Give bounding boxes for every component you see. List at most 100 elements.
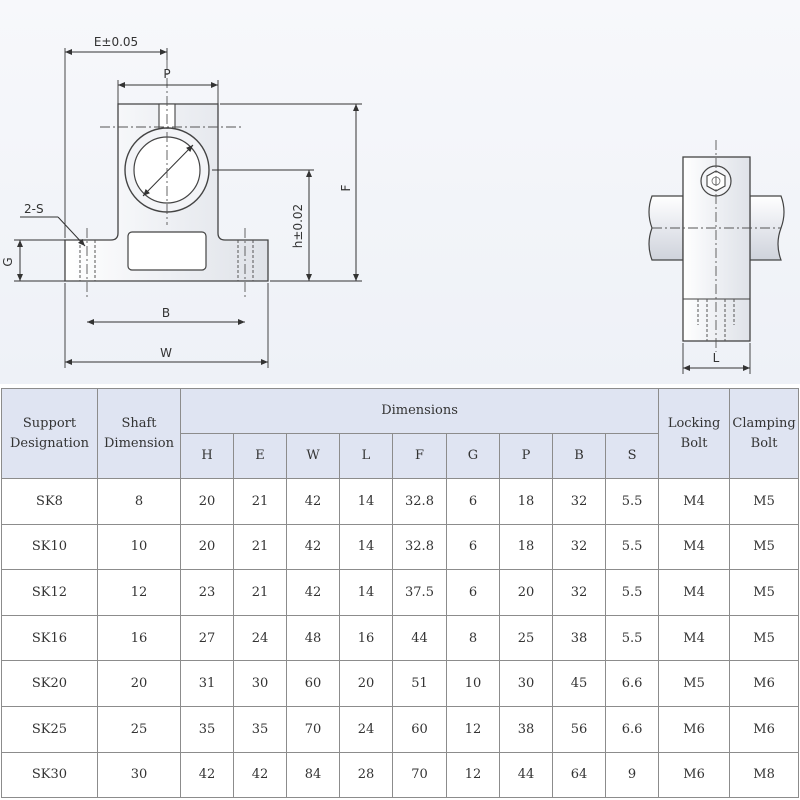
cell-s: 5.5: [604, 569, 660, 616]
cell-p: 44: [499, 751, 553, 799]
header-support-designation: Support Designation: [1, 388, 98, 479]
cell-locking: M6: [658, 705, 731, 753]
cell-b: 64: [552, 751, 606, 799]
cell-e: 35: [233, 705, 287, 753]
cell-w: 70: [286, 705, 340, 753]
cell-s: 5.5: [604, 523, 660, 571]
cell-s: 6.6: [604, 660, 660, 707]
cell-clamping: M8: [729, 751, 800, 799]
table-row: SK16 16 27 24 48 16 44 8 25 38 5.5 M4 M5: [1, 614, 800, 662]
header-clamping-bolt: Clamping Bolt: [729, 388, 800, 479]
cell-l: 28: [339, 751, 393, 799]
cell-f: 32.8: [392, 478, 447, 525]
cell-p: 25: [499, 614, 553, 662]
cell-w: 42: [286, 478, 340, 525]
cell-locking: M5: [658, 660, 731, 707]
header-locking-bolt: Locking Bolt: [658, 388, 731, 479]
cell-shaft: 30: [97, 751, 181, 799]
cell-shaft: 20: [97, 660, 181, 707]
cell-l: 16: [339, 614, 393, 662]
cell-locking: M4: [658, 478, 731, 525]
header-dim-e: E: [233, 433, 287, 479]
cell-b: 38: [552, 614, 606, 662]
cell-b: 32: [552, 478, 606, 525]
cell-p: 30: [499, 660, 553, 707]
table-row: SK25 25 35 35 70 24 60 12 38 56 6.6 M6 M…: [1, 705, 800, 753]
drawing-svg: E±0.05 P F h±0.02 2-S G: [1, 35, 785, 374]
cell-g: 6: [446, 569, 500, 616]
cell-designation: SK25: [1, 705, 98, 753]
cell-g: 12: [446, 705, 500, 753]
cell-f: 51: [392, 660, 447, 707]
cell-s: 5.5: [604, 614, 660, 662]
cell-f: 70: [392, 751, 447, 799]
header-dim-h: H: [180, 433, 234, 479]
cell-h: 42: [180, 751, 234, 799]
header-dim-f: F: [392, 433, 447, 479]
specification-table: Support Designation Shaft Dimension Dime…: [1, 388, 800, 799]
h-label: h±0.02: [291, 204, 305, 248]
cell-e: 30: [233, 660, 287, 707]
header-dim-p: P: [499, 433, 553, 479]
cell-s: 9: [604, 751, 660, 799]
e-label: E±0.05: [94, 35, 138, 49]
cell-designation: SK16: [1, 614, 98, 662]
cell-w: 42: [286, 523, 340, 571]
cell-h: 20: [180, 478, 234, 525]
cell-locking: M4: [658, 523, 731, 571]
mounting-holes: [79, 240, 254, 281]
cell-locking: M6: [658, 751, 731, 799]
cell-e: 21: [233, 478, 287, 525]
cell-e: 42: [233, 751, 287, 799]
cell-l: 14: [339, 569, 393, 616]
cell-clamping: M5: [729, 478, 800, 525]
cell-w: 60: [286, 660, 340, 707]
cell-designation: SK12: [1, 569, 98, 616]
w-label: W: [160, 346, 172, 360]
cell-shaft: 10: [97, 523, 181, 571]
header-row-dimensions: H E W L F G P B S: [2, 433, 799, 479]
g-label: G: [1, 257, 15, 266]
cell-p: 18: [499, 523, 553, 571]
cell-f: 32.8: [392, 523, 447, 571]
cell-p: 18: [499, 478, 553, 525]
cell-g: 6: [446, 478, 500, 525]
cell-b: 45: [552, 660, 606, 707]
front-view: E±0.05 P F h±0.02 2-S G: [1, 35, 362, 368]
cell-clamping: M5: [729, 569, 800, 616]
cell-designation: SK20: [1, 660, 98, 707]
side-center-lines: [652, 140, 781, 352]
cell-p: 20: [499, 569, 553, 616]
s-label: 2-S: [24, 202, 44, 216]
f-label: F: [339, 184, 353, 191]
side-hidden-lines: [697, 299, 735, 341]
cell-b: 32: [552, 523, 606, 571]
cell-h: 20: [180, 523, 234, 571]
cell-l: 14: [339, 478, 393, 525]
cell-l: 14: [339, 523, 393, 571]
table-row: SK12 12 23 21 42 14 37.5 6 20 32 5.5 M4 …: [1, 569, 800, 616]
cell-designation: SK10: [1, 523, 98, 571]
b-label: B: [162, 306, 170, 320]
cell-s: 6.6: [604, 705, 660, 753]
cell-shaft: 8: [97, 478, 181, 525]
cell-f: 37.5: [392, 569, 447, 616]
cell-clamping: M5: [729, 614, 800, 662]
cell-w: 42: [286, 569, 340, 616]
header-dim-g: G: [446, 433, 500, 479]
p-label: P: [163, 67, 170, 81]
table-row: SK30 30 42 42 84 28 70 12 44 64 9 M6 M8: [1, 751, 800, 799]
cell-shaft: 12: [97, 569, 181, 616]
cell-h: 23: [180, 569, 234, 616]
table-row: SK20 20 31 30 60 20 51 10 30 45 6.6 M5 M…: [1, 660, 800, 707]
cell-e: 24: [233, 614, 287, 662]
cell-b: 32: [552, 569, 606, 616]
cell-l: 20: [339, 660, 393, 707]
cell-g: 12: [446, 751, 500, 799]
cell-b: 56: [552, 705, 606, 753]
cell-f: 60: [392, 705, 447, 753]
cell-g: 8: [446, 614, 500, 662]
bottom-window: [127, 231, 207, 271]
cell-shaft: 16: [97, 614, 181, 662]
cell-locking: M4: [658, 614, 731, 662]
